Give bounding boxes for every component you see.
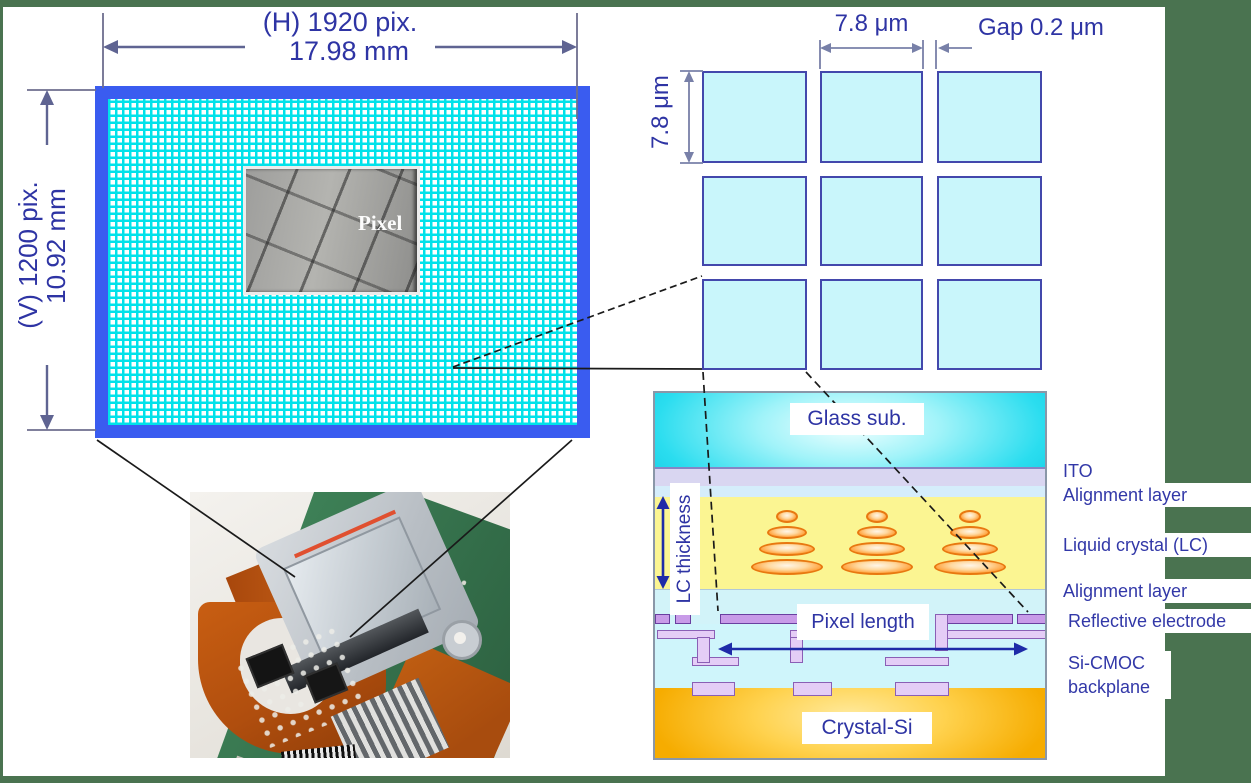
pixel-cell xyxy=(820,71,923,163)
crystal-si-label: Crystal-Si xyxy=(802,712,932,744)
pixel-height-label: 7.8 μm xyxy=(647,57,677,167)
pixel-cell xyxy=(937,176,1042,266)
panel-h-mm: 17.98 mm xyxy=(288,36,410,66)
panel-to-photo-line xyxy=(96,439,296,578)
lc-molecule-stack xyxy=(930,510,1010,588)
device-photo xyxy=(190,492,510,758)
panel-to-grid-line xyxy=(452,275,703,368)
slide-frame-top xyxy=(0,0,1251,7)
panel-to-photo-line xyxy=(349,439,573,638)
label-backplane-line2: backplane xyxy=(1068,677,1151,697)
panel-v-pixels: (V) 1200 pix. xyxy=(13,181,43,329)
pixel-cell xyxy=(820,176,923,266)
pixel-width-arrow xyxy=(819,40,924,69)
pixel-cell xyxy=(820,279,923,370)
slide-frame-left xyxy=(0,0,3,783)
pixel-width-label: 7.8 μm xyxy=(820,10,923,38)
sem-inset-image: Pixel xyxy=(243,166,420,295)
pixel-gap-arrow xyxy=(935,40,972,69)
grid-to-section-line xyxy=(702,371,719,612)
lc-thickness-arrow xyxy=(656,496,670,589)
panel-h-pixels: (H) 1920 pix. xyxy=(262,7,418,37)
backplane-pad xyxy=(793,682,832,696)
label-ito: ITO xyxy=(1057,459,1163,483)
backplane-via xyxy=(697,637,710,663)
pixel-cell xyxy=(702,279,807,370)
pixel-length-arrow xyxy=(718,642,1028,656)
label-liquid-crystal: Liquid crystal (LC) xyxy=(1057,533,1251,557)
panel-v-dimension-label: (V) 1200 pix. 10.92 mm xyxy=(13,145,71,365)
panel-to-grid-line xyxy=(452,367,703,370)
pixel-cell xyxy=(937,71,1042,163)
zoom-connector-lines xyxy=(96,275,1029,638)
panel-v-mm: 10.92 mm xyxy=(41,188,71,304)
pixel-cell xyxy=(937,279,1042,370)
slide-frame-bottom xyxy=(0,776,1251,783)
label-backplane: Si-CMOC backplane xyxy=(1062,651,1171,699)
label-alignment-top: Alignment layer xyxy=(1057,483,1251,507)
backplane-pad xyxy=(692,682,735,696)
backplane-via xyxy=(935,614,948,651)
pixel-gap-label: Gap 0.2 μm xyxy=(978,14,1138,42)
backplane-bar xyxy=(692,657,739,666)
backplane-bar xyxy=(657,630,715,639)
slide-frame-right xyxy=(1165,7,1251,776)
lc-molecule-stack xyxy=(747,510,827,588)
panel-h-dimension-label: (H) 1920 pix. 17.98 mm xyxy=(245,8,435,66)
pixel-cell xyxy=(702,176,807,266)
pixel-cell xyxy=(702,71,807,163)
label-reflective-electrode: Reflective electrode xyxy=(1062,609,1251,633)
electrode-bar xyxy=(655,614,670,624)
lc-thickness-label: LC thickness xyxy=(670,483,700,615)
pixel-inset-label: Pixel xyxy=(358,211,403,235)
label-backplane-line1: Si-CMOC xyxy=(1068,653,1145,673)
backplane-bar xyxy=(885,657,949,666)
glass-sub-label: Glass sub. xyxy=(790,403,924,435)
pixel-height-arrow xyxy=(680,70,703,164)
pixel-length-label: Pixel length xyxy=(797,604,929,640)
electrode-bar xyxy=(1017,614,1045,624)
lc-molecule-stack xyxy=(837,510,917,588)
photo-frame-tab-hole xyxy=(454,632,466,644)
label-alignment-bottom: Alignment layer xyxy=(1057,579,1251,603)
backplane-pad xyxy=(895,682,949,696)
